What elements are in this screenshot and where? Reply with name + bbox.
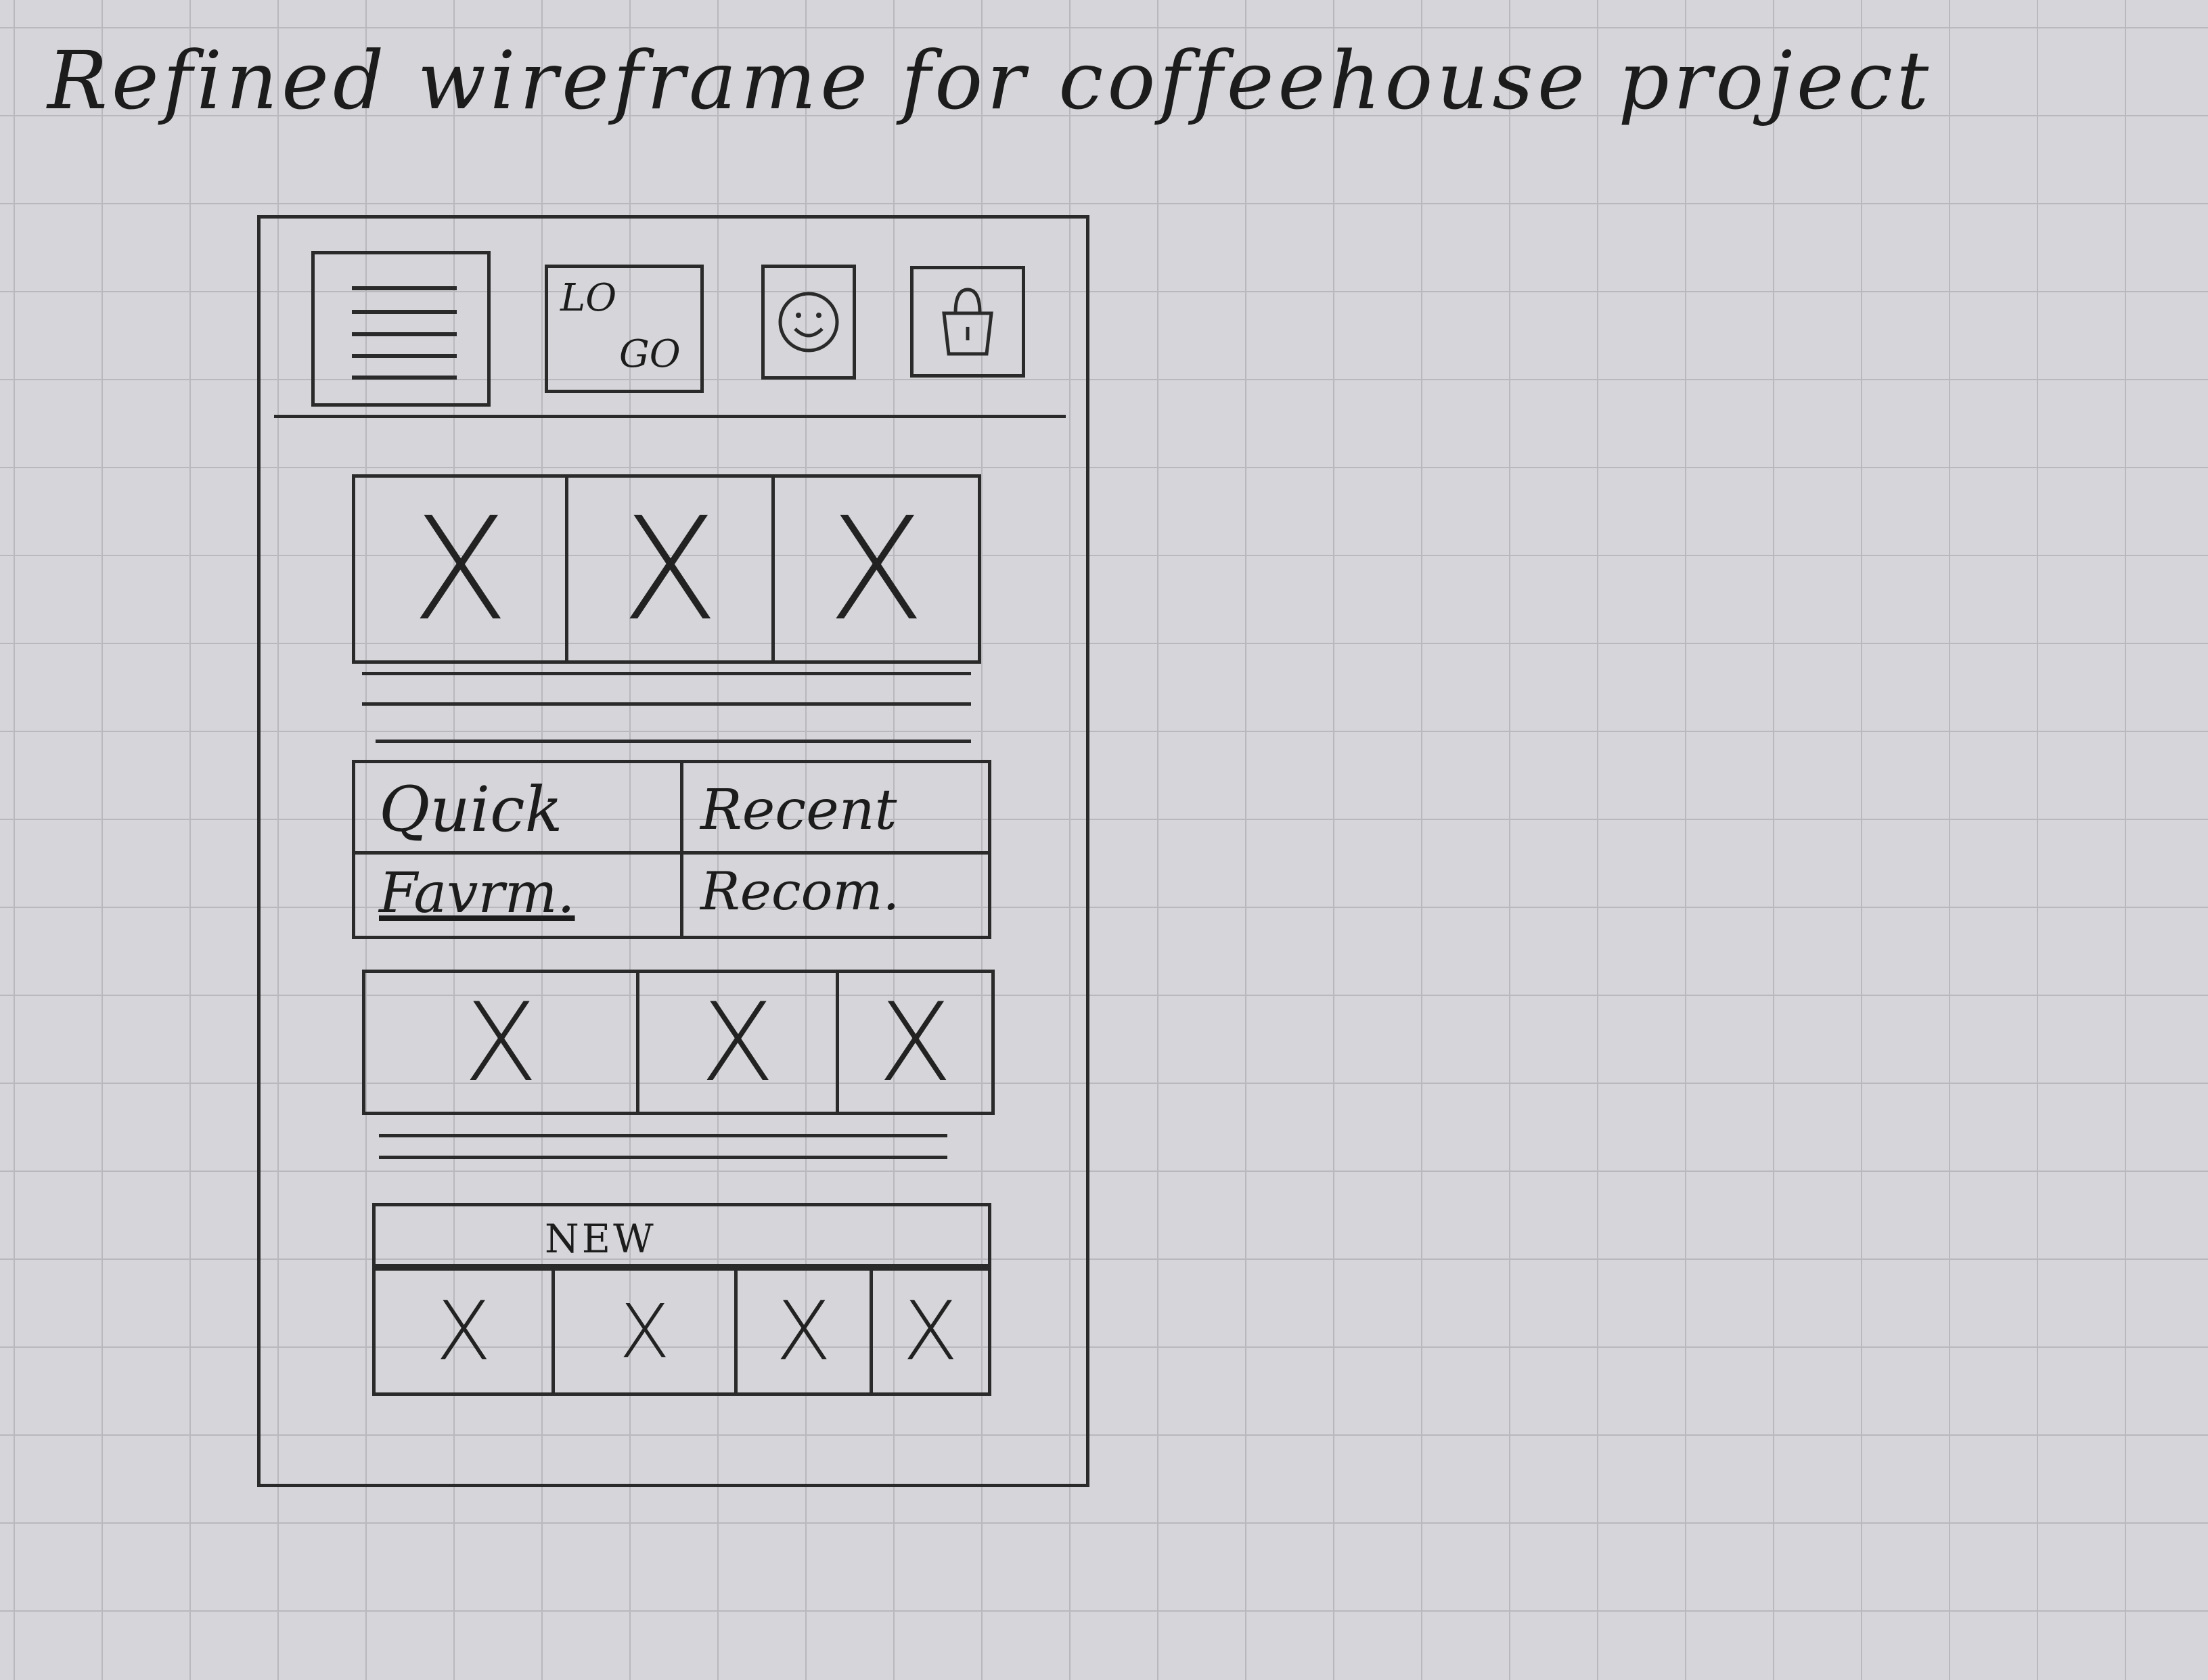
new-item[interactable]: X: [618, 1288, 671, 1375]
new-item[interactable]: X: [435, 1284, 492, 1379]
cart-button[interactable]: [910, 266, 1025, 378]
carousel-middle-item[interactable]: X: [700, 979, 775, 1106]
page-title: Refined wireframe for coffeehouse projec…: [47, 34, 1933, 127]
phone-frame: LO GO X X X Quick Recent Favrm.: [257, 215, 1089, 1487]
logo-text-line2: GO: [619, 332, 681, 376]
new-items-row[interactable]: X X X X: [372, 1267, 991, 1396]
menu-button[interactable]: [311, 251, 491, 407]
carousel-top-divider: [771, 478, 775, 660]
carousel-top-item[interactable]: X: [621, 486, 719, 652]
new-items-divider: [551, 1271, 555, 1392]
smiley-face-icon: [778, 292, 839, 353]
carousel-top-item[interactable]: X: [411, 486, 509, 652]
new-items-divider: [870, 1271, 873, 1392]
carousel-top-item[interactable]: X: [828, 486, 925, 652]
carousel-middle-caption-line: [379, 1134, 947, 1137]
carousel-top-caption-line: [362, 672, 971, 675]
hamburger-menu-icon: [352, 286, 457, 380]
header-divider: [274, 415, 1066, 418]
new-section-header[interactable]: NEW: [372, 1203, 991, 1267]
quick-links-divider-h: [355, 851, 988, 855]
carousel-top-caption-line: [362, 702, 971, 706]
carousel-middle-caption-line: [379, 1156, 947, 1159]
carousel-middle[interactable]: X X X: [362, 970, 995, 1115]
carousel-middle-item[interactable]: X: [878, 979, 953, 1106]
carousel-middle-divider: [836, 973, 839, 1112]
quick-order-button[interactable]: Quick: [379, 773, 563, 846]
quick-links-grid: Quick Recent Favrm. Recom.: [352, 760, 991, 939]
carousel-middle-divider: [636, 973, 639, 1112]
recommended-button[interactable]: Recom.: [700, 861, 900, 922]
profile-button[interactable]: [761, 265, 856, 380]
carousel-middle-item[interactable]: X: [464, 979, 538, 1106]
new-items-divider: [734, 1271, 738, 1392]
new-item[interactable]: X: [902, 1284, 959, 1379]
logo-text-line1: LO: [560, 276, 617, 320]
section-divider: [376, 740, 971, 743]
carousel-top[interactable]: X X X: [352, 474, 981, 664]
shopping-bag-icon: [942, 288, 993, 356]
new-section-label: NEW: [545, 1216, 656, 1262]
favorites-button[interactable]: Favrm.: [379, 861, 575, 926]
quick-links-divider-v: [680, 763, 683, 936]
carousel-top-divider: [565, 478, 568, 660]
recent-orders-button[interactable]: Recent: [700, 778, 897, 842]
logo[interactable]: LO GO: [545, 265, 704, 393]
new-item[interactable]: X: [775, 1284, 832, 1379]
